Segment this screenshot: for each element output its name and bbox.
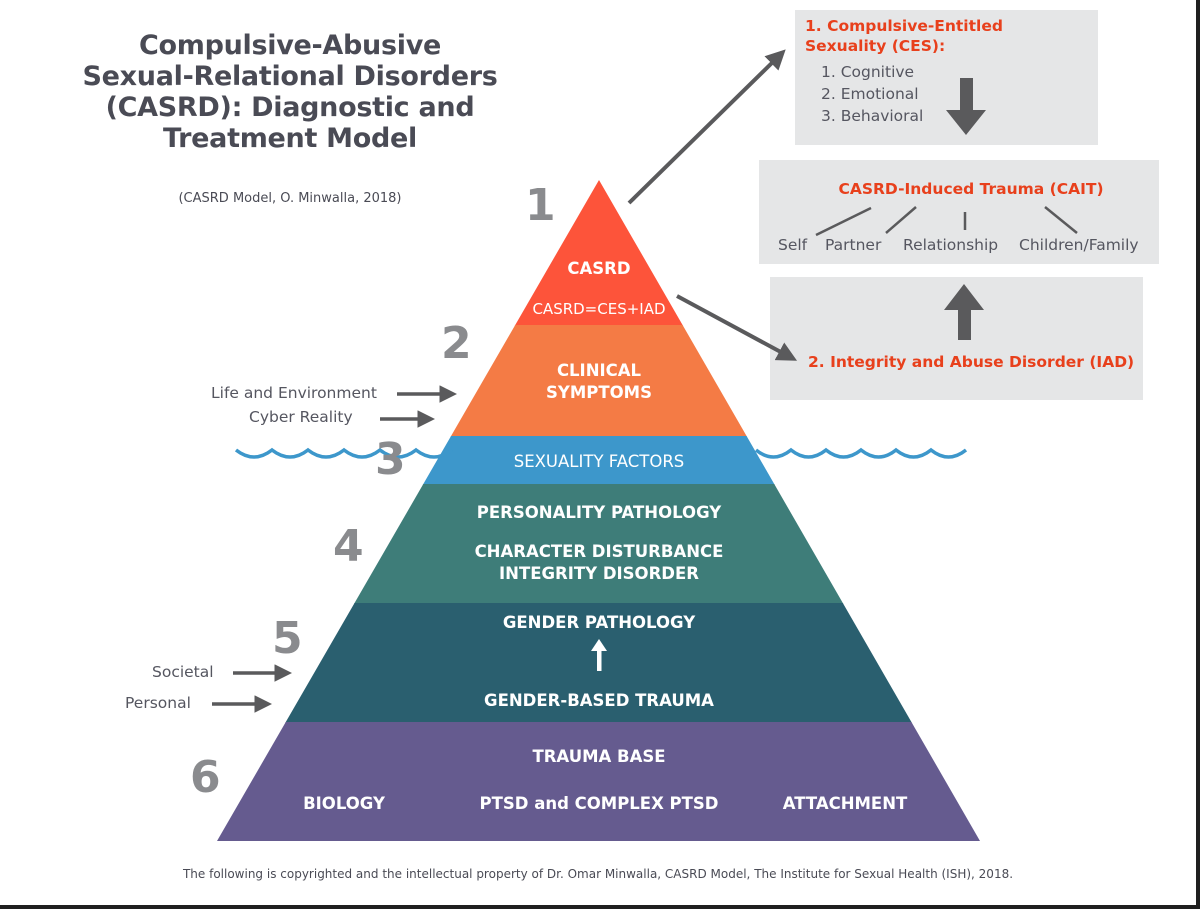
layer-5-gender-pathology: GENDER PATHOLOGY	[502, 613, 696, 632]
title-line: Treatment Model	[163, 123, 417, 154]
layer-6-attachment: ATTACHMENT	[782, 794, 908, 813]
cait-item-partner: Partner	[825, 236, 882, 254]
layer-6-ptsd: PTSD and COMPLEX PTSD	[479, 794, 719, 813]
copyright-footer: The following is copyrighted and the int…	[182, 867, 1014, 881]
layer-4-line: CHARACTER DISTURBANCE	[474, 542, 724, 561]
cait-box: CASRD-Induced Trauma (CAIT) Self Partner…	[759, 160, 1159, 264]
layer-number-5: 5	[272, 613, 303, 664]
cait-connectors	[815, 206, 1078, 237]
layer-number-4: 4	[333, 521, 364, 572]
label-personal: Personal	[125, 694, 191, 712]
ces-title: 1. Compulsive-Entitled Sexuality (CES):	[805, 16, 1003, 56]
side-arrows	[212, 385, 457, 713]
iad-up-arrow	[944, 284, 984, 340]
ces-item-emotional: 2. Emotional	[821, 85, 919, 103]
cait-item-children-family: Children/Family	[1019, 236, 1139, 254]
arrow-to-ces	[627, 49, 786, 205]
diagram-title: Compulsive-Abusive Sexual-Relational Dis…	[60, 30, 520, 154]
layer-3-title: SEXUALITY FACTORS	[513, 452, 685, 471]
layer-2-line: CLINICAL	[556, 361, 642, 380]
layer-number-1: 1	[525, 180, 556, 231]
cait-item-relationship: Relationship	[903, 236, 999, 254]
layer-4-personality: PERSONALITY PATHOLOGY	[476, 503, 722, 522]
layer-number-2: 2	[441, 318, 472, 369]
ces-box: 1. Compulsive-Entitled Sexuality (CES): …	[795, 10, 1098, 145]
cait-title: CASRD-Induced Trauma (CAIT)	[838, 180, 1104, 198]
ces-item-behavioral: 3. Behavioral	[821, 107, 924, 125]
layer-6-band	[217, 722, 980, 841]
layer-2-title: CLINICAL SYMPTOMS	[499, 360, 699, 404]
ces-down-arrow	[946, 78, 986, 135]
diagram-subtitle: (CASRD Model, O. Minwalla, 2018)	[178, 191, 402, 206]
title-line: (CASRD): Diagnostic and	[105, 92, 475, 123]
ces-list: 1. Cognitive 2. Emotional 3. Behavioral	[821, 61, 923, 127]
arrow-to-iad	[676, 294, 798, 361]
layer-number-3: 3	[375, 434, 406, 485]
layer-2-line: SYMPTOMS	[546, 383, 652, 402]
water-wave-right	[754, 447, 968, 459]
ces-title-line: 1. Compulsive-Entitled	[805, 17, 1003, 35]
layer-6-biology: BIOLOGY	[303, 794, 385, 813]
layer-number-6: 6	[190, 752, 221, 803]
title-line: Compulsive-Abusive	[138, 30, 442, 61]
layer-1-title: CASRD	[567, 259, 631, 278]
water-wave-left	[234, 447, 454, 459]
ces-title-line: Sexuality (CES):	[805, 37, 946, 55]
layer-4-line: INTEGRITY DISORDER	[499, 564, 699, 583]
layer-5-gender-trauma: GENDER-BASED TRAUMA	[484, 691, 714, 710]
title-line: Sexual-Relational Disorders	[82, 61, 498, 92]
layer-4-character: CHARACTER DISTURBANCE INTEGRITY DISORDER	[449, 541, 749, 585]
iad-title: 2. Integrity and Abuse Disorder (IAD)	[808, 353, 1135, 371]
label-cyber-reality: Cyber Reality	[249, 408, 353, 426]
gender-up-arrow	[591, 639, 607, 671]
cait-item-self: Self	[778, 236, 808, 254]
label-life-environment: Life and Environment	[211, 384, 377, 402]
ces-item-cognitive: 1. Cognitive	[821, 63, 915, 81]
layer-1-formula: CASRD=CES+IAD	[532, 300, 666, 318]
layer-6-trauma-base: TRAUMA BASE	[532, 747, 666, 766]
label-societal: Societal	[152, 663, 214, 681]
